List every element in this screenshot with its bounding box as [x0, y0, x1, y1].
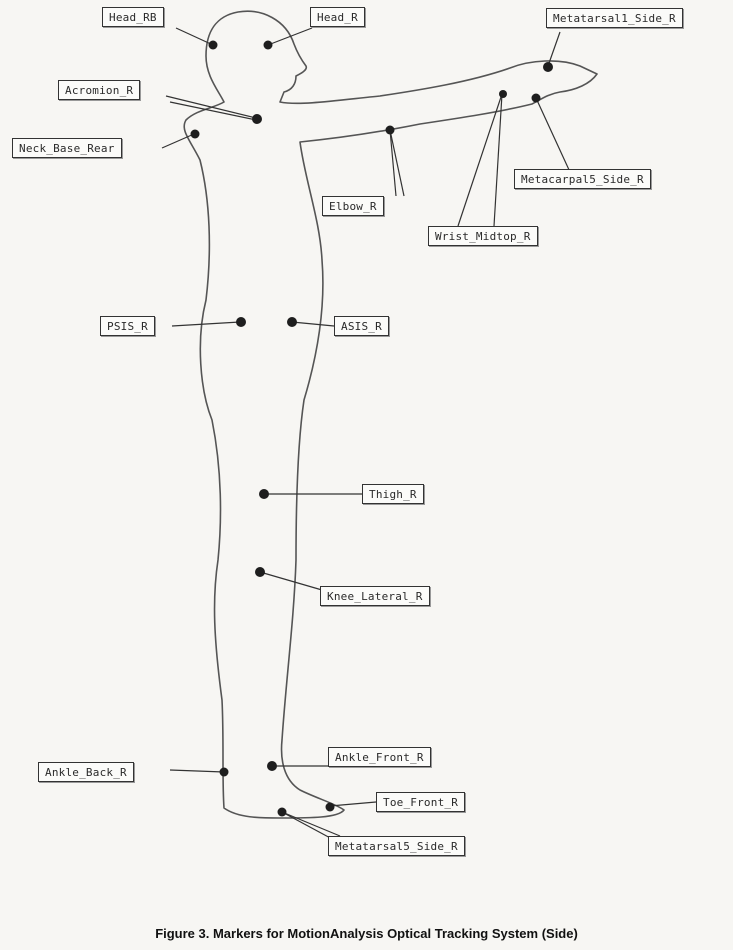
marker-head-r [264, 41, 273, 50]
label-ankle-front-r: Ankle_Front_R [328, 747, 431, 767]
marker-ankle-front-r [267, 761, 277, 771]
marker-head-rb [209, 41, 218, 50]
figure-caption: Figure 3. Markers for MotionAnalysis Opt… [0, 926, 733, 941]
marker-neck-base-rear [191, 130, 200, 139]
label-neck-base-rear: Neck_Base_Rear [12, 138, 122, 158]
marker-toe-front-r [326, 803, 335, 812]
marker-elbow-r [386, 126, 395, 135]
marker-asis-r [287, 317, 297, 327]
label-head-r: Head_R [310, 7, 365, 27]
marker-ankle-back-r [220, 768, 229, 777]
marker-psis-r [236, 317, 246, 327]
marker-wrist-midtop-r [499, 90, 507, 98]
label-asis-r: ASIS_R [334, 316, 389, 336]
marker-metacarpal5-side-r [532, 94, 541, 103]
label-metacarpal5-side-r: Metacarpal5_Side_R [514, 169, 651, 189]
label-wrist-midtop-r: Wrist_Midtop_R [428, 226, 538, 246]
label-thigh-r: Thigh_R [362, 484, 424, 504]
label-psis-r: PSIS_R [100, 316, 155, 336]
label-ankle-back-r: Ankle_Back_R [38, 762, 134, 782]
marker-acromion-r [252, 114, 262, 124]
marker-metatarsal1-side-r [543, 62, 553, 72]
marker-metatarsal5-side-r [278, 808, 287, 817]
marker-knee-lateral-r [255, 567, 265, 577]
marker-thigh-r [259, 489, 269, 499]
label-acromion-r: Acromion_R [58, 80, 140, 100]
label-knee-lateral-r: Knee_Lateral_R [320, 586, 430, 606]
label-elbow-r: Elbow_R [322, 196, 384, 216]
label-metatarsal1-side-r: Metatarsal1_Side_R [546, 8, 683, 28]
label-head-rb: Head_RB [102, 7, 164, 27]
label-metatarsal5-side-r: Metatarsal5_Side_R [328, 836, 465, 856]
label-toe-front-r: Toe_Front_R [376, 792, 465, 812]
